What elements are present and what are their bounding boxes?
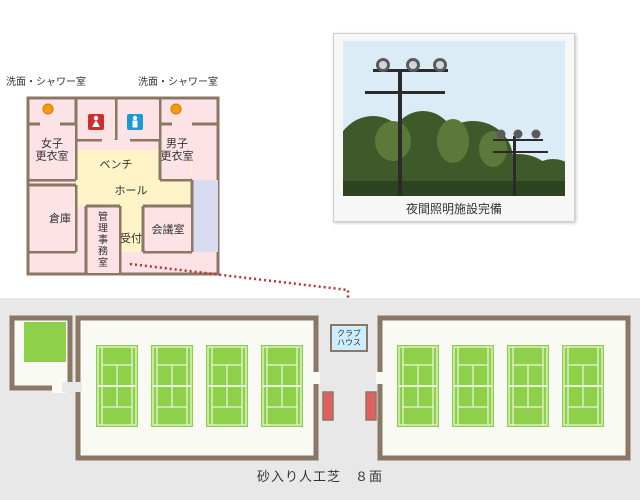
- practice-court: [24, 322, 66, 362]
- floodlight-tower-icon: [365, 58, 448, 196]
- reception-label: 受付: [120, 232, 142, 245]
- photo-caption: 夜間照明施設完備: [405, 202, 502, 216]
- floodlight-tower-icon: [493, 129, 548, 196]
- site-map: クラブハウス: [0, 298, 640, 500]
- clubhouse: [330, 324, 368, 352]
- floodlight-photo: [343, 41, 565, 196]
- storage-label: 倉庫: [49, 211, 71, 225]
- night-lighting-photo-card: 夜間照明施設完備: [333, 33, 575, 222]
- top-margin: [0, 0, 258, 44]
- floor-plan: 洗面・シャワー室 洗面・シャワー室 女子更衣室 男子更衣室 ベンチ ホール 倉庫…: [6, 75, 220, 276]
- tennis-court: [507, 345, 549, 427]
- shower-light-icon: [170, 103, 182, 115]
- mens-locker-label: 男子更衣室: [161, 137, 194, 163]
- hall-label: ホール: [115, 184, 148, 197]
- bench-left: [322, 391, 334, 421]
- tennis-court: [562, 345, 604, 427]
- womens-locker-label: 女子更衣室: [36, 136, 69, 163]
- shower-light-icon: [42, 103, 54, 115]
- tennis-court: [206, 345, 248, 427]
- tennis-court: [96, 345, 138, 427]
- tennis-court: [261, 345, 303, 427]
- bench-right: [365, 391, 377, 421]
- meeting-room-label: 会議室: [152, 222, 185, 236]
- surface-caption: 砂入り人工芝 ８面: [256, 470, 383, 485]
- washroom-right-label: 洗面・シャワー室: [138, 75, 218, 88]
- clubhouse-label: クラブハウス: [337, 328, 361, 347]
- female-restroom-icon: [88, 114, 104, 130]
- tennis-court: [151, 345, 193, 427]
- bench-label: ベンチ: [100, 158, 133, 171]
- management-office-label: 管理事務室: [98, 210, 108, 269]
- tennis-court: [397, 345, 439, 427]
- tennis-court: [452, 345, 494, 427]
- male-restroom-icon: [127, 114, 143, 130]
- washroom-left-label: 洗面・シャワー室: [6, 75, 86, 88]
